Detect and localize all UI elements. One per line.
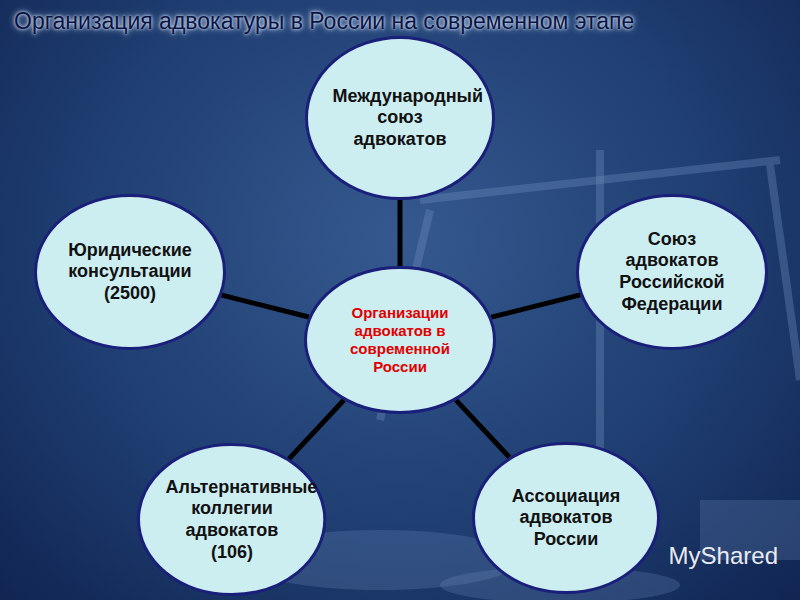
- connector-line: [289, 400, 344, 459]
- ellipse-node: Альтернативные коллегии адвокатов (106): [137, 443, 326, 596]
- connector-line: [398, 200, 403, 266]
- connector-line: [456, 400, 509, 457]
- ellipse-node: Организации адвокатов в современной Росс…: [304, 266, 496, 414]
- node-label: Союз адвокатов Российской Федерации: [604, 229, 740, 315]
- node-label: Ассоциация адвокатов России: [500, 486, 633, 551]
- ellipse-node: Международный союз адвокатов: [305, 36, 495, 200]
- ellipse-node: Ассоциация адвокатов России: [472, 442, 660, 594]
- node-label: Юридические консультации (2500): [62, 240, 198, 305]
- node-label: Альтернативные коллегии адвокатов (106): [165, 477, 298, 563]
- watermark: MyShared: [669, 542, 778, 570]
- node-label: Международный союз адвокатов: [333, 86, 468, 151]
- ellipse-node: Союз адвокатов Российской Федерации: [576, 194, 768, 350]
- node-label: Организации адвокатов в современной Росс…: [332, 304, 468, 376]
- connector-line: [491, 295, 580, 317]
- connector-line: [222, 295, 309, 317]
- ellipse-node: Юридические консультации (2500): [34, 194, 226, 350]
- slide-title: Организация адвокатуры в России на совре…: [14, 8, 794, 35]
